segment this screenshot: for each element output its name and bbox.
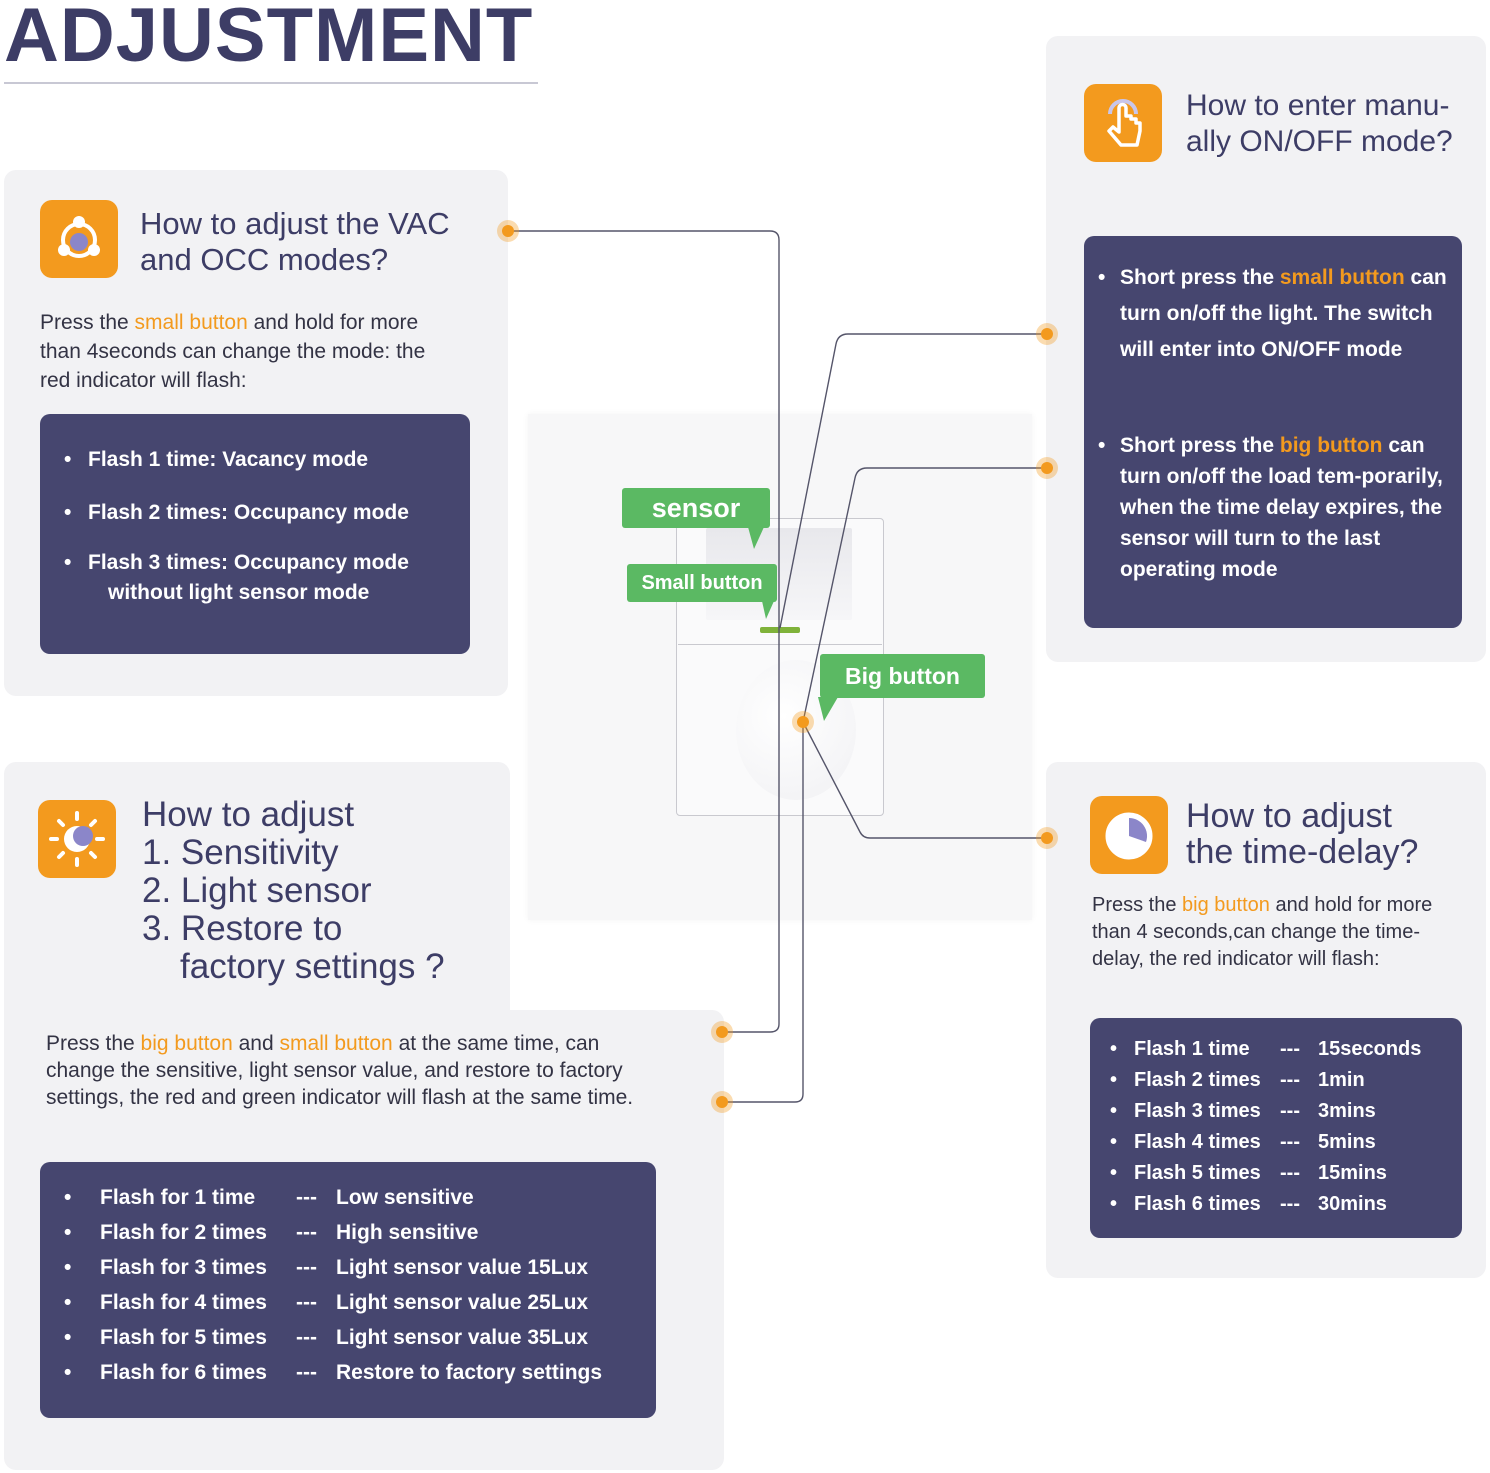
row-sep: --- (296, 1256, 317, 1279)
sensor-label-pointer (748, 527, 764, 549)
connector-dot (502, 225, 514, 237)
row-flash: Flash for 6 times (100, 1361, 267, 1384)
clock-icon (1090, 796, 1168, 874)
time-delay-heading: How to adjust the time-delay? (1186, 797, 1419, 871)
page-title: ADJUSTMENT (4, 0, 534, 78)
row-flash: Flash 1 time (1134, 1038, 1250, 1060)
row-sep: --- (1280, 1069, 1300, 1091)
small-button[interactable] (760, 627, 800, 633)
bullet-icon: • (64, 1256, 72, 1279)
row-flash: Flash for 1 time (100, 1186, 256, 1209)
row-result: 15seconds (1318, 1038, 1422, 1060)
sensitivity-heading: How to adjust 1. Sensitivity 2. Light se… (142, 795, 445, 986)
list-item: •Short press the small button can turn o… (1098, 266, 1447, 361)
row-sep: --- (296, 1186, 317, 1209)
row-result: Restore to factory settings (336, 1361, 603, 1384)
manual-mode-list: •Short press the small button can turn o… (1084, 236, 1462, 628)
connector-dot (1041, 462, 1053, 474)
bullet-icon: • (64, 1186, 72, 1209)
row-flash: Flash 2 times (1134, 1069, 1261, 1091)
row-result: Light sensor value 15Lux (336, 1256, 589, 1279)
title-divider (4, 82, 538, 84)
connector-dot (797, 716, 809, 728)
list-item: •Short press the big button can turn on/… (1098, 434, 1443, 581)
sensor-divider (678, 644, 882, 645)
row-flash: Flash for 3 times (100, 1256, 267, 1279)
vac-heading: How to adjust the VAC and OCC modes? (140, 206, 450, 277)
row-result: 30mins (1318, 1193, 1387, 1215)
bullet-icon: • (1110, 1162, 1118, 1184)
connector-dot (1041, 832, 1053, 844)
sun-moon-icon (38, 800, 116, 878)
time-delay-table: •Flash 1 time---15seconds•Flash 2 times-… (1090, 1018, 1462, 1238)
hand-tap-icon (1084, 84, 1162, 162)
list-item: •Flash 1 time: Vacancy mode (64, 448, 369, 471)
row-sep: --- (1280, 1100, 1300, 1122)
row-sep: --- (296, 1326, 317, 1349)
row-result: 3mins (1318, 1100, 1376, 1122)
row-result: Low sensitive (336, 1186, 474, 1209)
sensitivity-intro: Press the big button and small button at… (46, 1032, 634, 1109)
bullet-icon: • (1110, 1100, 1118, 1122)
bullet-icon: • (64, 1291, 72, 1314)
vac-occ-card: How to adjust the VAC and OCC modes? Pre… (4, 170, 508, 696)
row-flash: Flash 4 times (1134, 1131, 1261, 1153)
sensor-label: sensor (622, 488, 770, 528)
vac-intro: Press the small button and hold for more… (40, 311, 426, 392)
vac-mode-list: •Flash 1 time: Vacancy mode •Flash 2 tim… (40, 414, 470, 654)
sensitivity-table: • Flash for 1 time --- Low sensitive • Flash … (40, 1162, 656, 1418)
manual-heading: How to enter manu- ally ON/OFF mode? (1186, 89, 1453, 158)
row-flash: Flash for 4 times (100, 1291, 267, 1314)
row-result: Light sensor value 25Lux (336, 1291, 589, 1314)
connector-dot (716, 1026, 728, 1038)
row-flash: Flash 3 times (1134, 1100, 1261, 1122)
bullet-icon: • (1110, 1038, 1118, 1060)
row-flash: Flash for 2 times (100, 1221, 267, 1244)
row-sep: --- (1280, 1038, 1300, 1060)
big-button-label-pointer (818, 697, 838, 721)
bullet-icon: • (1110, 1131, 1118, 1153)
bullet-icon: • (64, 1326, 72, 1349)
row-result: High sensitive (336, 1221, 479, 1244)
people-icon (40, 200, 118, 278)
row-result: 5mins (1318, 1131, 1376, 1153)
time-delay-card: How to adjust the time-delay? Press the … (1046, 762, 1486, 1278)
manual-mode-card: How to enter manu- ally ON/OFF mode? •Sh… (1046, 36, 1486, 662)
list-item-continuation: without light sensor mode (108, 581, 370, 604)
row-sep: --- (296, 1291, 317, 1314)
row-flash: Flash 6 times (1134, 1193, 1261, 1215)
bullet-icon: • (1110, 1193, 1118, 1215)
connector-dot (716, 1096, 728, 1108)
row-flash: Flash for 5 times (100, 1326, 267, 1349)
small-button-highlight: small button (134, 311, 248, 334)
row-sep: --- (1280, 1193, 1300, 1215)
row-result: 15mins (1318, 1162, 1387, 1184)
bullet-icon: • (1110, 1069, 1118, 1091)
bullet-icon: • (64, 1221, 72, 1244)
bullet-icon: • (64, 1361, 72, 1384)
small-button-label-pointer (762, 601, 774, 619)
row-flash: Flash 5 times (1134, 1162, 1261, 1184)
row-sep: --- (296, 1361, 317, 1384)
connector-dot (1041, 328, 1053, 340)
row-sep: --- (296, 1221, 317, 1244)
big-button-label: Big button (820, 654, 985, 698)
row-result: Light sensor value 35Lux (336, 1326, 589, 1349)
row-result: 1min (1318, 1069, 1365, 1091)
row-sep: --- (1280, 1131, 1300, 1153)
small-button-label: Small button (627, 564, 777, 602)
row-sep: --- (1280, 1162, 1300, 1184)
time-delay-intro: Press the big button and hold for more t… (1092, 894, 1433, 970)
list-item: •Flash 3 times: Occupancy mode (64, 551, 409, 574)
list-item: •Flash 2 times: Occupancy mode (64, 501, 409, 524)
